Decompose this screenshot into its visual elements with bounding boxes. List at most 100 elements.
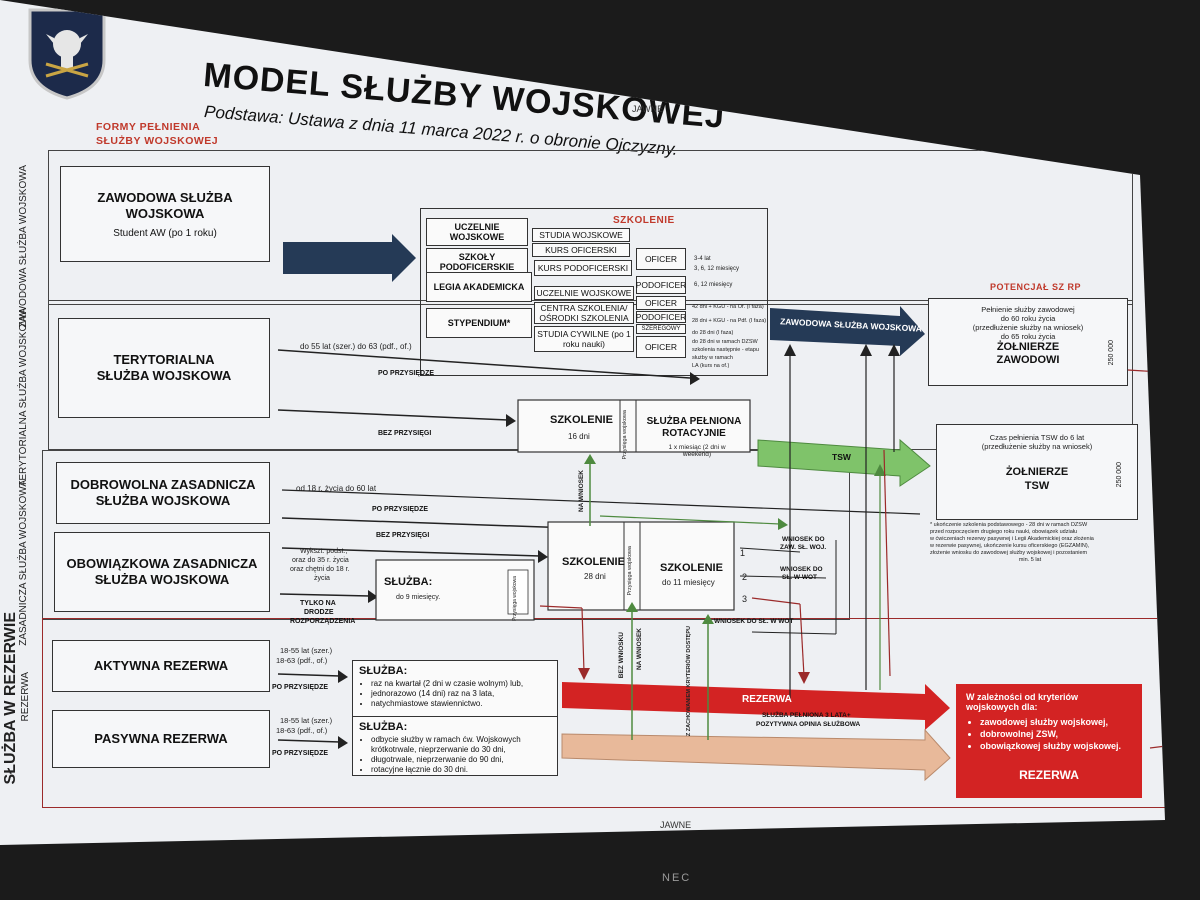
section-reserve [42,618,1165,808]
classification-bottom: JAWNE [660,820,692,830]
basic-szkolenie-2-days: do 11 miesięcy [662,578,715,587]
potential-zawodowi-line-1: Pełnienie służby zawodowej [981,305,1075,314]
form-zawodowa-title: ZAWODOWA SŁUŻBA WOJSKOWA [97,189,233,221]
reserve-result-intro: W zależności od kryteriów wojskowych dla… [966,692,1079,712]
pasywna-age-1: 18-55 lat (szer.) [280,716,333,725]
training-duration-4: 42 dni + KGU - na Of. (I faza) [692,304,764,310]
training-rank-5: SZEREGOWY [636,324,686,334]
basic-wyksztalcenie-3: oraz chętni do 18 r. [290,566,350,573]
training-path-1: STUDIA WOJSKOWE [532,228,630,242]
training-duration-9: służby w ramach [692,355,733,361]
form-pasywna-title: PASYWNA REZERWA [94,731,228,746]
arrow-label-rezerwa: REZERWA [742,694,792,705]
footnote-line-3: w ćwiczeniach rezerwy pasywnej i Legii A… [930,536,1094,542]
green-arrow-tsw [757,438,931,487]
forms-heading: FORMY PEŁNIENIA SŁUŻBY WOJSKOWEJ [96,121,219,147]
reserve-z-zachowaniem: Z ZACHOWANIEM KRYTERIÓW DOSTĘPU [686,626,692,737]
basic-po-przysiedze: PO PRZYSIĘDZE [372,506,429,513]
basic-tylko-1: TYLKO NA [300,600,336,607]
basic-wniosek-wot-long: WNIOSEK DO SŁ. W WOT [714,618,794,625]
basic-age: od 18 r. życia do 60 lat [296,484,377,493]
basic-wniosek-zaw-1: WNIOSEK DO [782,536,825,543]
training-duration-3: 6, 12 miesięcy [694,282,733,288]
training-path-4: UCZELNIE WOJSKOWE [534,286,634,300]
territorial-szkolenie: SZKOLENIE [550,414,613,426]
arrow-label-tsw: TSW [832,452,851,462]
basic-wniosek-wot-1: WNIOSEK DO [780,566,823,573]
training-path-5: CENTRA SZKOLENIA/ OŚRODKI SZKOLENIA [534,302,634,324]
pasywna-age-2: 18-63 (pdf., of.) [276,726,328,735]
potential-tsw-title-2: TSW [1024,480,1050,492]
pasywna-service-box: SŁUŻBA: odbycie służby w ramach ćw. Wojs… [352,716,558,776]
training-source-4: STYPENDIUM* [426,308,532,338]
basic-wyksztalcenie-4: życia [314,575,330,582]
training-duration-8: szkolenia następnie - etapu [692,347,759,353]
basic-sluzba-title: SŁUŻBA: [384,576,433,588]
classification-top: JAWNE [632,104,664,114]
pasywna-service-item-2: długotrwale, nieprzerwanie do 90 dni, [371,755,551,765]
training-duration-2: 3, 6, 12 miesięcy [694,266,740,272]
basic-sluzba-item: do 9 miesięcy. [396,594,441,601]
reserve-result-item-2: dobrowolnej ZSW, [980,728,1132,740]
basic-na-wniosek: NA WNIOSEK [578,470,585,513]
training-rank-1: OFICER [636,248,686,270]
training-duration-7: do 28 dni w ramach DZSW [692,339,758,345]
training-rank-6: OFICER [636,336,686,358]
form-dobrowolna: DOBROWOLNA ZASADNICZA SŁUŻBA WOJSKOWA [56,462,270,524]
potential-zawodowi-title-1: ŻOŁNIERZE [996,341,1060,353]
reserve-result-label: REZERWA [1019,768,1079,782]
monitor-brand: NEC [662,872,692,884]
potential-tsw-title-1: ŻOŁNIERZE [1005,466,1069,478]
training-rank-4: PODOFICER [635,311,687,323]
basic-tylko-3: ROZPORZĄDZENIA [290,618,356,625]
military-eagle-emblem-icon [24,4,110,100]
training-duration-5: 28 dni + KGU - na Pdf. (I faza) [692,318,767,324]
territorial-age: do 55 lat (szer.) do 63 (pdf., of.) [300,342,412,351]
training-path-3: KURS PODOFICERSKI [534,260,632,276]
arrow-label-rezerwa-sub-1: SŁUŻBA PEŁNIONA 3 LATA+ [762,712,851,719]
pasywna-service-item-3: rotacyjne łącznie do 30 dni. [371,765,551,775]
navy-arrow-zawodowa [770,306,925,356]
basic-wyksztalcenie-1: Wykszt. podst., [300,548,348,555]
footnote-line-4: w rezerwie pasywnej, ukończenie kursu of… [930,543,1090,549]
basic-szkolenie-2: SZKOLENIE [660,562,723,574]
basic-bez-przysiegi: BEZ PRZYSIĘGI [376,532,430,539]
basic-sluzba-przysiega: Przysięga wojskowa [512,576,518,622]
footnote: * ukończenie szkolenia podstawowego - 28… [930,522,1130,564]
pasywna-po-przysiedze: PO PRZYSIĘDZE [272,750,329,757]
form-dobrowolna-title: DOBROWOLNA ZASADNICZA SŁUŻBA WOJSKOWA [70,477,256,508]
training-path-2: KURS OFICERSKI [532,243,630,257]
training-duration-6: do 28 dni (I faza) [692,330,734,336]
reserve-result-item-1: zawodowej służby wojskowej, [980,716,1132,728]
arrow-label-rezerwa-sub-2: POZYTYWNA OPINIA SŁUŻBOWA [756,721,861,728]
basic-num-2: 2 [742,572,748,582]
footnote-line-2: przed rozpoczęciem drugiego roku nauki, … [930,529,1078,535]
form-zawodowa: ZAWODOWA SŁUŻBA WOJSKOWA Student AW (po … [60,166,270,262]
training-duration-1: 3-4 lat [694,256,711,262]
footnote-line-5: złożenie wniosku do zawodowej służby woj… [930,550,1088,556]
potential-zawodowi-line-3: (przedłużenie służby na wniosek) [972,323,1084,332]
pasywna-service-title: SŁUŻBA: [359,721,408,733]
training-path-6: STUDIA CYWILNE (po 1 roku nauki) [534,326,634,352]
form-terytorialna: TERYTORIALNA SŁUŻBA WOJSKOWA [58,318,270,418]
form-aktywna: AKTYWNA REZERWA [52,640,270,692]
basic-szkolenie-1-days: 28 dni [584,572,606,581]
training-source-3: LEGIA AKADEMICKA [426,272,532,302]
basic-szkolenie-1: SZKOLENIE [562,556,625,568]
potential-tsw-line-2: (przedłużenie służby na wniosek) [981,442,1093,451]
territorial-bez-przysiegi: BEZ PRZYSIĘGI [378,430,432,437]
aktywna-service-item-3: natychmiastowe stawiennictwo. [371,699,551,709]
aktywna-service-box: SŁUŻBA: raz na kwartał (2 dni w czasie w… [352,660,558,718]
form-zawodowa-note: Student AW (po 1 roku) [113,227,217,239]
territorial-rotacyjna: SŁUŻBA PEŁNIONA ROTACYJNIE [646,416,742,439]
aktywna-age-2: 18-63 (pdf., of.) [276,656,328,665]
peach-arrow-rezerwa [561,728,951,782]
basic-num-3: 3 [742,594,748,604]
territorial-szkolenie-days: 16 dni [568,432,590,441]
footnote-line-1: * ukończenie szkolenia podstawowego - 28… [930,522,1088,528]
territorial-rotacyjna-sub: 1 x miesiąc (2 dni w weekend) [668,444,726,458]
aktywna-service-item-1: raz na kwartał (2 dni w czasie wolnym) l… [371,679,551,689]
footnote-line-6: min. 5 lat [1018,557,1042,563]
form-terytorialna-title: TERYTORIALNA SŁUŻBA WOJSKOWA [96,352,232,383]
